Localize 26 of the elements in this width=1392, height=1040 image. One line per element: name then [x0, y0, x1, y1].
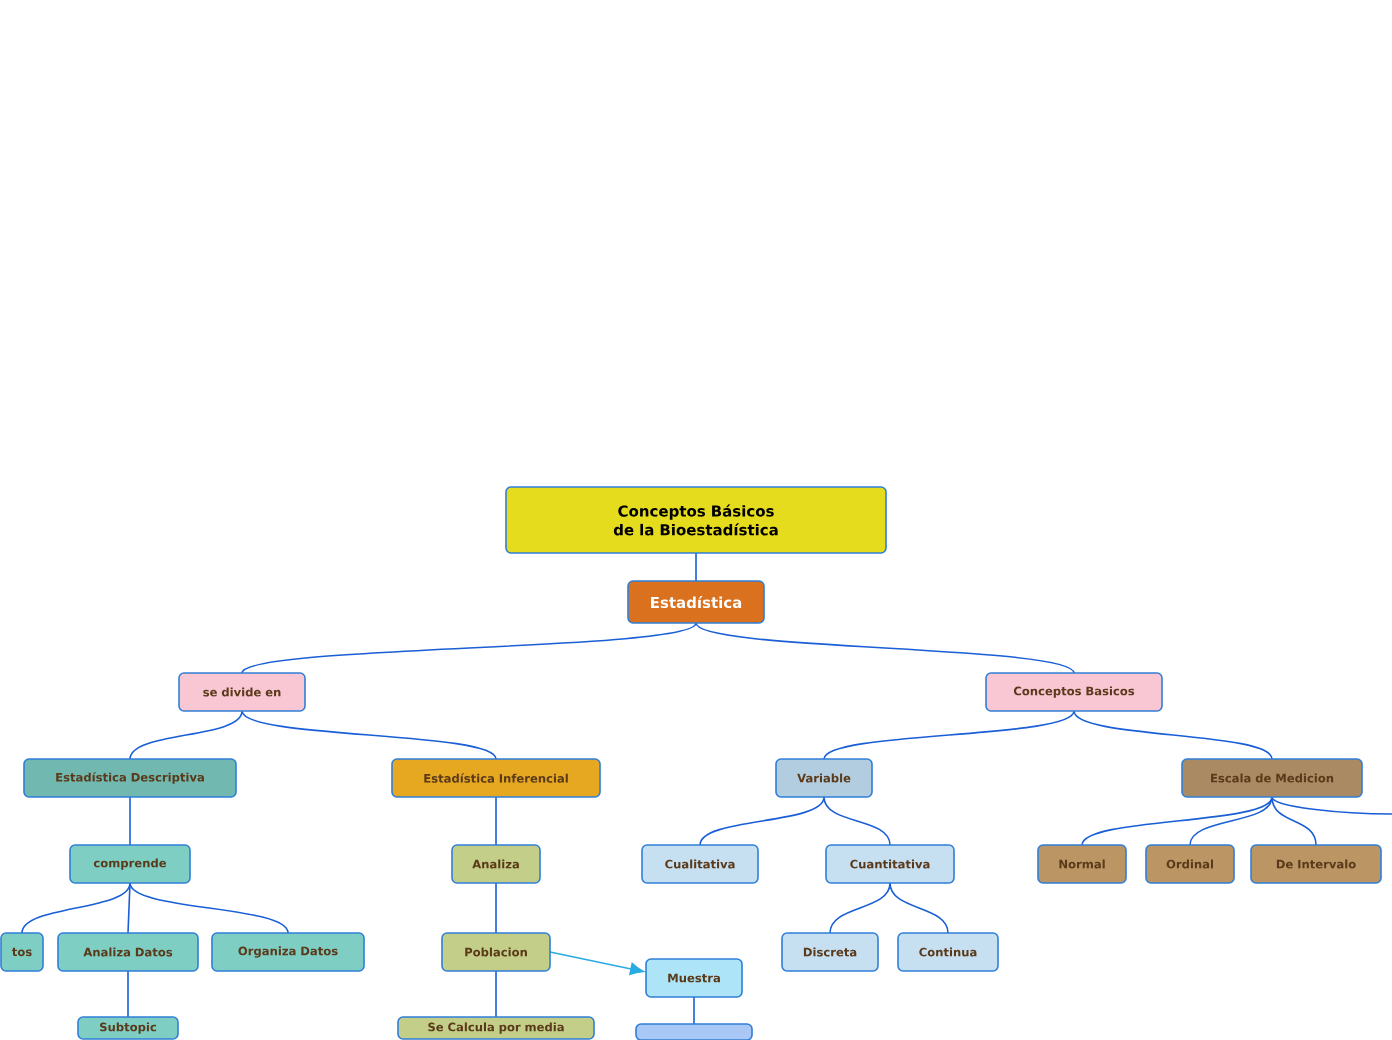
connector: [823, 710, 1075, 760]
connector: [241, 710, 497, 760]
connector: [829, 882, 891, 934]
connector: [693, 996, 695, 1025]
connector: [695, 622, 1075, 674]
connector: [549, 951, 644, 976]
connector: [495, 796, 497, 846]
connector: [129, 796, 131, 846]
connector: [1081, 796, 1273, 846]
connector: [241, 622, 697, 674]
connector: [127, 882, 131, 934]
connector: [695, 552, 697, 582]
connector: [129, 882, 289, 934]
connector: [21, 882, 131, 934]
connector: [495, 882, 497, 934]
connector: [699, 796, 825, 846]
connector: [495, 970, 497, 1018]
connector: [127, 970, 129, 1018]
connector: [129, 710, 243, 760]
connector: [1271, 796, 1317, 846]
connector: [1271, 796, 1392, 815]
connector: [1189, 796, 1273, 846]
connector: [889, 882, 949, 934]
connector: [823, 796, 891, 846]
connector: [1073, 710, 1273, 760]
empty-box: [635, 1023, 753, 1040]
